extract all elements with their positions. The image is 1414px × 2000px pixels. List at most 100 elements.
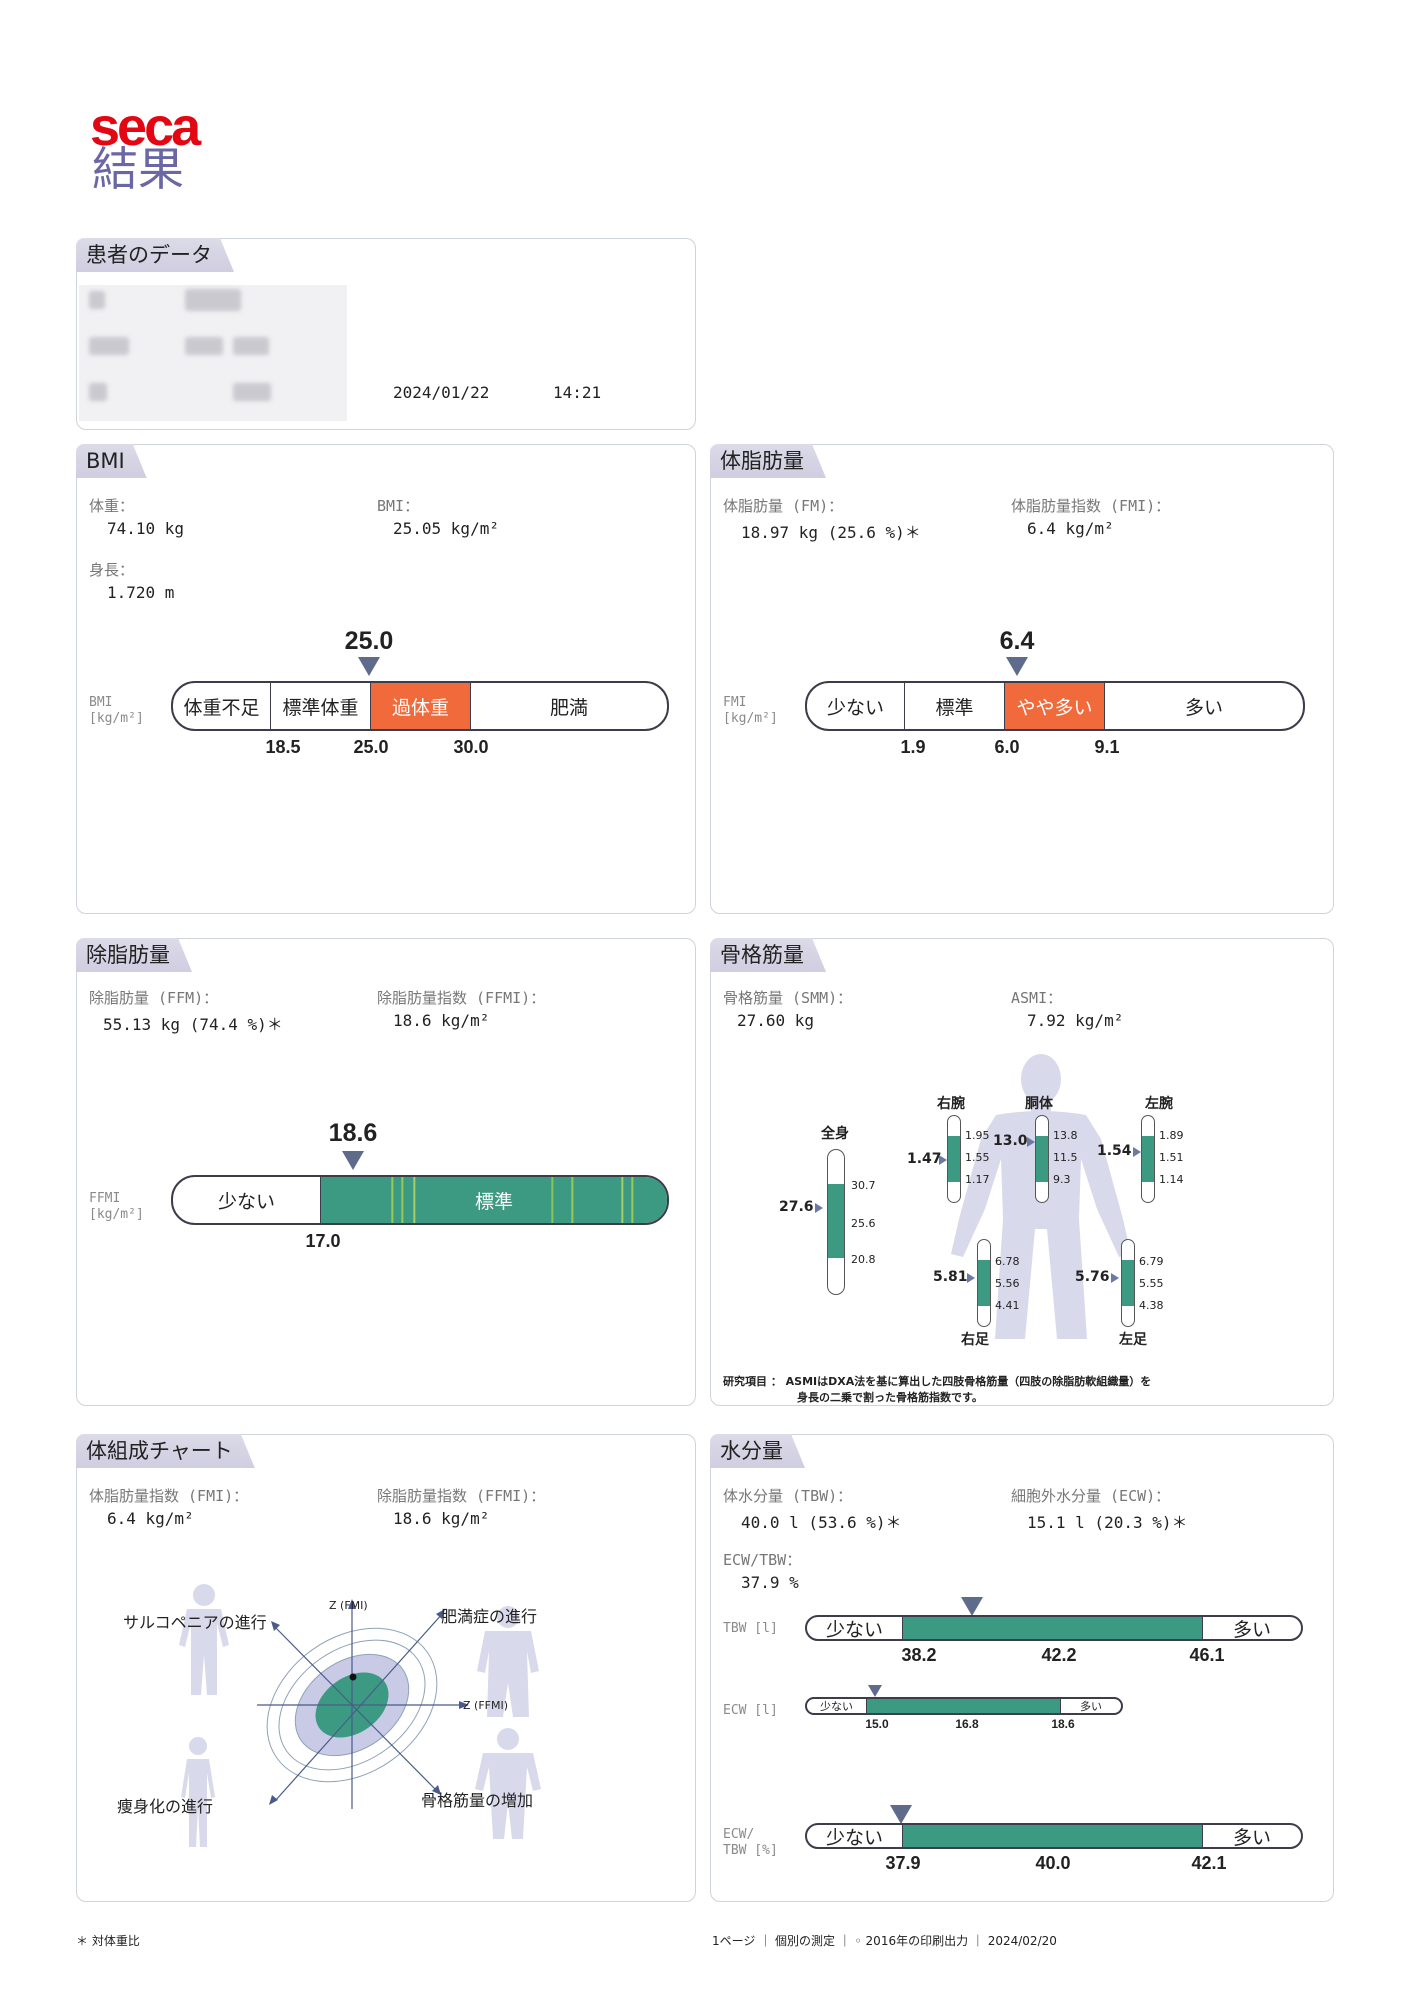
- trunk-marker: [1027, 1137, 1035, 1147]
- fat-panel-title: 体脂肪量: [710, 444, 826, 478]
- whole-value: 27.6: [779, 1199, 814, 1215]
- ecw-tbw-marker-arrow: [890, 1805, 912, 1824]
- tbw-tick: 46.1: [1189, 1645, 1225, 1665]
- fmi-tick: 1.9: [900, 737, 926, 757]
- footer-note: ＊ 対体重比: [76, 1934, 140, 1948]
- fmi-tick: 6.0: [994, 737, 1020, 757]
- left-leg-value: 5.76: [1075, 1269, 1110, 1285]
- ffm-label: 除脂肪量 (FFM)：: [89, 989, 219, 1007]
- left-arm-scale: 1.89: [1159, 1129, 1184, 1142]
- bmi-tick: 25.0: [353, 737, 389, 757]
- composition-ellipse-chart: [257, 1599, 469, 1809]
- redacted-field: [89, 337, 129, 355]
- ecw-tbw-range-bar: 少ない 多い: [805, 1823, 1303, 1849]
- tbw-tick: 42.2: [1041, 1645, 1077, 1665]
- redacted-field: [233, 383, 271, 401]
- right-arm-scale: 1.17: [965, 1173, 990, 1186]
- bmi-seg-overweight: 過体重: [371, 683, 471, 729]
- fmi-marker-arrow: [1006, 657, 1028, 676]
- ffm-panel: 除脂肪量 除脂肪量 (FFM)： 55.13 kg (74.4 %)＊ 除脂肪量…: [76, 938, 696, 1406]
- right-arm-label: 右腕: [937, 1096, 965, 1112]
- ffm-panel-title: 除脂肪量: [76, 938, 192, 972]
- left-arm-marker: [1133, 1147, 1141, 1157]
- whole-marker: [815, 1203, 823, 1213]
- ecw-tbw-tick: 42.1: [1191, 1853, 1227, 1873]
- fmi-seg-slightly-high: やや多い: [1005, 683, 1105, 729]
- whole-scale-low: 20.8: [851, 1253, 876, 1266]
- left-leg-gauge: [1121, 1239, 1135, 1327]
- bmi-seg-normal: 標準体重: [271, 683, 371, 729]
- fmi-value: 6.4 kg/m²: [1027, 519, 1114, 538]
- ecw-tick: 16.8: [955, 1717, 979, 1731]
- redacted-field: [89, 291, 105, 309]
- chart-ffmi-value: 18.6 kg/m²: [393, 1509, 490, 1528]
- bmi-marker-arrow: [358, 657, 380, 676]
- bmi-tick: 30.0: [453, 737, 489, 757]
- ecw-tbw-seg-high: 多い: [1232, 1826, 1271, 1849]
- muscle-increase-label: 骨格筋量の増加: [421, 1791, 534, 1810]
- fmi-seg-low: 少ない: [807, 683, 905, 729]
- right-leg-marker: [967, 1273, 975, 1283]
- water-panel: 水分量 体水分量 (TBW)： 40.0 l (53.6 %)＊ 細胞外水分量 …: [710, 1434, 1334, 1902]
- ecw-tbw-tick: 37.9: [885, 1853, 921, 1873]
- tbw-value: 40.0 l (53.6 %)＊: [741, 1513, 902, 1532]
- ffmi-value: 18.6 kg/m²: [393, 1011, 490, 1030]
- z-ffmi-axis-label: Z (FFMI): [463, 1699, 509, 1712]
- fmi-label: 体脂肪量指数 (FMI)：: [1011, 497, 1171, 515]
- measurement-date: 2024/01/22: [393, 383, 490, 402]
- tbw-range-bar: 少ない 多い: [805, 1615, 1303, 1641]
- right-arm-scale: 1.55: [965, 1151, 990, 1164]
- left-leg-marker: [1111, 1273, 1119, 1283]
- right-arm-scale: 1.95: [965, 1129, 990, 1142]
- z-fmi-axis-label: Z (FMI): [329, 1599, 368, 1612]
- asmi-note-line2: 身長の二乗で割った骨格筋指数です。: [797, 1391, 983, 1404]
- sarcopenia-label: サルコペニアの進行: [123, 1613, 267, 1632]
- left-leg-label: 左足: [1119, 1332, 1147, 1348]
- smm-label: 骨格筋量 (SMM)：: [723, 989, 853, 1007]
- bmi-panel-title: BMI: [76, 444, 147, 478]
- patient-panel-title: 患者のデータ: [76, 238, 234, 272]
- weight-value: 74.10 kg: [107, 519, 185, 538]
- footer-page-info: 1ページ ｜ 個別の測定 ｜ ◦ 2016年の印刷出力 ｜ 2024/02/20: [712, 1934, 1057, 1948]
- ecw-axis-label: ECW [l]: [723, 1703, 778, 1718]
- asmi-note-line1: 研究項目 ： ASMIはDXA法を基に算出した四肢骨格筋量（四肢の除脂肪軟組織量…: [723, 1375, 1152, 1388]
- asmi-value: 7.92 kg/m²: [1027, 1011, 1124, 1030]
- ecw-tick: 15.0: [865, 1717, 889, 1731]
- fm-value: 18.97 kg (25.6 %)＊: [741, 523, 921, 542]
- whole-scale-mid: 25.6: [851, 1217, 876, 1230]
- whole-label: 全身: [821, 1126, 849, 1142]
- chart-ffmi-label: 除脂肪量指数 (FFMI)：: [377, 1487, 546, 1505]
- redacted-field: [185, 289, 241, 311]
- measurement-time: 14:21: [553, 383, 602, 402]
- height-value: 1.720 m: [107, 583, 175, 602]
- right-arm-value: 1.47: [907, 1151, 942, 1167]
- patient-panel: 患者のデータ 2024/01/22 14:21: [76, 238, 696, 430]
- ffmi-seg-normal: 標準: [321, 1177, 667, 1223]
- obesity-label: 肥満症の進行: [441, 1607, 538, 1626]
- muscle-figure: [475, 1728, 541, 1839]
- left-arm-gauge: [1141, 1115, 1155, 1203]
- trunk-scale: 9.3: [1053, 1173, 1071, 1186]
- bmi-seg-obese: 肥満: [549, 696, 588, 719]
- bmi-seg-underweight: 体重不足: [173, 683, 271, 729]
- left-leg-scale: 4.38: [1139, 1299, 1164, 1312]
- sarcopenia-figure: [179, 1584, 229, 1695]
- right-leg-value: 5.81: [933, 1269, 968, 1285]
- asmi-label: ASMI：: [1011, 989, 1063, 1007]
- fmi-range-bar: 少ない 標準 やや多い 多い: [805, 681, 1305, 731]
- ecw-tbw-seg-normal: [903, 1825, 1203, 1847]
- ecw-tbw-axis-label: ECW/TBW [%]: [723, 1827, 778, 1858]
- ffm-value: 55.13 kg (74.4 %)＊: [103, 1015, 283, 1034]
- bmi-panel: BMI 体重： 74.10 kg BMI： 25.05 kg/m² 身長： 1.…: [76, 444, 696, 914]
- fmi-marker-value: 6.4: [999, 627, 1035, 655]
- bmi-label: BMI：: [377, 497, 420, 515]
- trunk-gauge: [1035, 1115, 1049, 1203]
- ffmi-tick: 17.0: [305, 1231, 341, 1251]
- bmi-value: 25.05 kg/m²: [393, 519, 499, 538]
- trunk-scale: 13.8: [1053, 1129, 1078, 1142]
- ffmi-range-bar: 少ない 標準: [171, 1175, 669, 1225]
- whole-scale-high: 30.7: [851, 1179, 876, 1192]
- tbw-axis-label: TBW [l]: [723, 1621, 778, 1636]
- chart-fmi-value: 6.4 kg/m²: [107, 1509, 194, 1528]
- tbw-seg-high: 多い: [1232, 1618, 1271, 1641]
